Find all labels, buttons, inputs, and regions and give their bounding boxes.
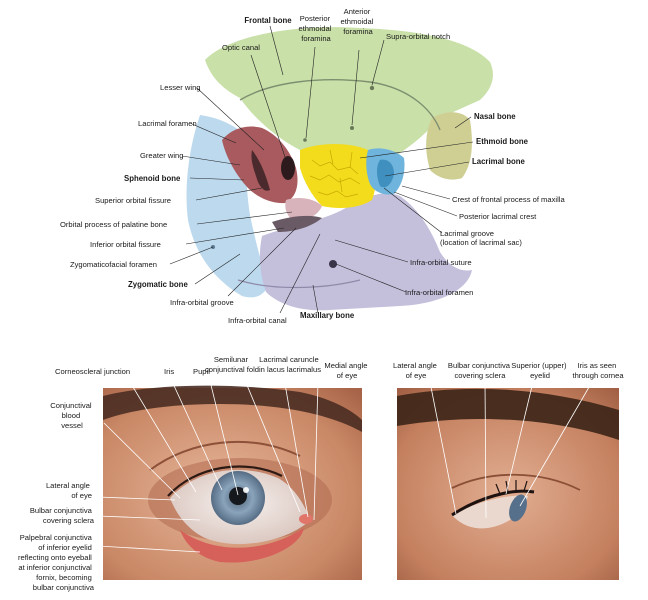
orbit-illustration bbox=[169, 25, 493, 314]
frontal-bone-region bbox=[205, 27, 493, 159]
label-lacrimal-groove: Lacrimal groove (location of lacrimal sa… bbox=[440, 229, 522, 247]
palatine-region bbox=[285, 198, 322, 221]
label-lateral-angle: Lateral angle of eye bbox=[46, 481, 92, 500]
infra-orbital-foramen-hole bbox=[329, 260, 337, 268]
label-superior-eyelid: Superior (upper) eyelid bbox=[511, 361, 568, 380]
pupil-shape bbox=[229, 487, 247, 505]
side-sclera bbox=[452, 495, 528, 529]
label-infra-orbital-suture: Infra-orbital suture bbox=[410, 258, 472, 267]
side-eyebrow bbox=[397, 388, 619, 440]
label-zygomaticofacial-foramen: Zygomaticofacial foramen bbox=[70, 260, 157, 269]
orbital-rim-lower bbox=[237, 279, 361, 289]
label-frontal-bone: Frontal bone bbox=[244, 16, 292, 25]
label-orbital-process-palatine: Orbital process of palatine bone bbox=[60, 220, 167, 229]
lacrimal-groove-shape bbox=[377, 159, 394, 188]
orbit-labels: Frontal bone Posterior ethmoidal foramin… bbox=[60, 7, 565, 325]
label-conjunctival-vessel: Conjunctival blood vessel bbox=[50, 401, 94, 430]
nasal-bone-region bbox=[426, 112, 472, 180]
optic-canal-hole bbox=[281, 156, 295, 180]
zygomatic-bone-region bbox=[186, 115, 268, 298]
eye-front-labels: Corneoscleral junction Iris Pupil Semilu… bbox=[18, 355, 369, 592]
label-semilunar-fold: Semilunar conjunctival fold bbox=[205, 355, 259, 374]
orbit-leader-lines bbox=[169, 25, 474, 314]
label-greater-wing: Greater wing bbox=[140, 151, 183, 160]
label-posterior-lacrimal-crest: Posterior lacrimal crest bbox=[459, 212, 537, 221]
label-posterior-ethmoidal-foramina: Posterior ethmoidal foramina bbox=[298, 14, 333, 43]
eye-photo-side bbox=[397, 381, 619, 580]
inferior-orbital-fissure-shape bbox=[272, 215, 322, 232]
label-corneoscleral-junction: Corneoscleral junction bbox=[55, 367, 130, 376]
label-iris-cornea: Iris as seen through cornea bbox=[572, 361, 624, 380]
label-inferior-orbital-fissure: Inferior orbital fissure bbox=[90, 240, 161, 249]
label-optic-canal: Optic canal bbox=[222, 43, 260, 52]
palpebral-conjunctiva bbox=[180, 528, 304, 563]
label-lacrimal-foramen: Lacrimal foramen bbox=[138, 119, 197, 128]
label-zygomatic-bone: Zygomatic bone bbox=[128, 280, 188, 289]
label-lacrimal-bone: Lacrimal bone bbox=[472, 157, 526, 166]
label-nasal-bone: Nasal bone bbox=[474, 112, 516, 121]
eye-side-labels: Lateral angle of eye Bulbar conjunctiva … bbox=[393, 361, 624, 380]
supra-orbital-notch-hole bbox=[369, 85, 375, 91]
label-supra-orbital-notch: Supra-orbital notch bbox=[386, 32, 450, 41]
label-side-bulbar-conjunctiva: Bulbar conjunctiva covering sclera bbox=[448, 361, 512, 380]
eye-side-leader-lines bbox=[429, 381, 593, 519]
superior-orbital-fissure-shape bbox=[251, 150, 270, 191]
label-lacrimal-caruncle: Lacrimal caruncle in lacus lacrimalus bbox=[259, 355, 321, 374]
label-lesser-wing: Lesser wing bbox=[160, 83, 201, 92]
label-palpebral-conjunctiva: Palpebral conjunctiva of inferior eyelid… bbox=[18, 533, 95, 592]
anterior-ethmoidal-hole bbox=[350, 126, 354, 130]
label-superior-orbital-fissure: Superior orbital fissure bbox=[95, 196, 171, 205]
label-infra-orbital-groove: Infra-orbital groove bbox=[170, 298, 234, 307]
label-pupil: Pupil bbox=[193, 367, 210, 376]
label-infra-orbital-foramen: Infra-orbital foramen bbox=[405, 288, 473, 297]
label-iris: Iris bbox=[164, 367, 174, 376]
label-anterior-ethmoidal-foramina: Anterior ethmoidal foramina bbox=[340, 7, 375, 36]
eye-front-leader-lines bbox=[97, 376, 319, 553]
label-infra-orbital-canal: Infra-orbital canal bbox=[228, 316, 287, 325]
label-crest-frontal-process: Crest of frontal process of maxilla bbox=[452, 195, 565, 204]
orbital-rim bbox=[239, 79, 441, 131]
eyebrow bbox=[103, 385, 362, 432]
label-sphenoid-bone: Sphenoid bone bbox=[124, 174, 181, 183]
label-ethmoid-bone: Ethmoid bone bbox=[476, 137, 529, 146]
label-medial-angle: Medial angle of eye bbox=[324, 361, 369, 380]
caruncle bbox=[299, 514, 313, 524]
ethmoid-cells bbox=[309, 149, 361, 198]
label-side-lateral-angle: Lateral angle of eye bbox=[393, 361, 439, 380]
eye-photo-front bbox=[97, 376, 362, 580]
label-bulbar-conjunctiva: Bulbar conjunctiva covering sclera bbox=[30, 506, 95, 525]
posterior-ethmoidal-hole bbox=[303, 138, 307, 142]
ethmoid-bone-region bbox=[300, 144, 376, 208]
label-maxillary-bone: Maxillary bone bbox=[300, 311, 355, 320]
